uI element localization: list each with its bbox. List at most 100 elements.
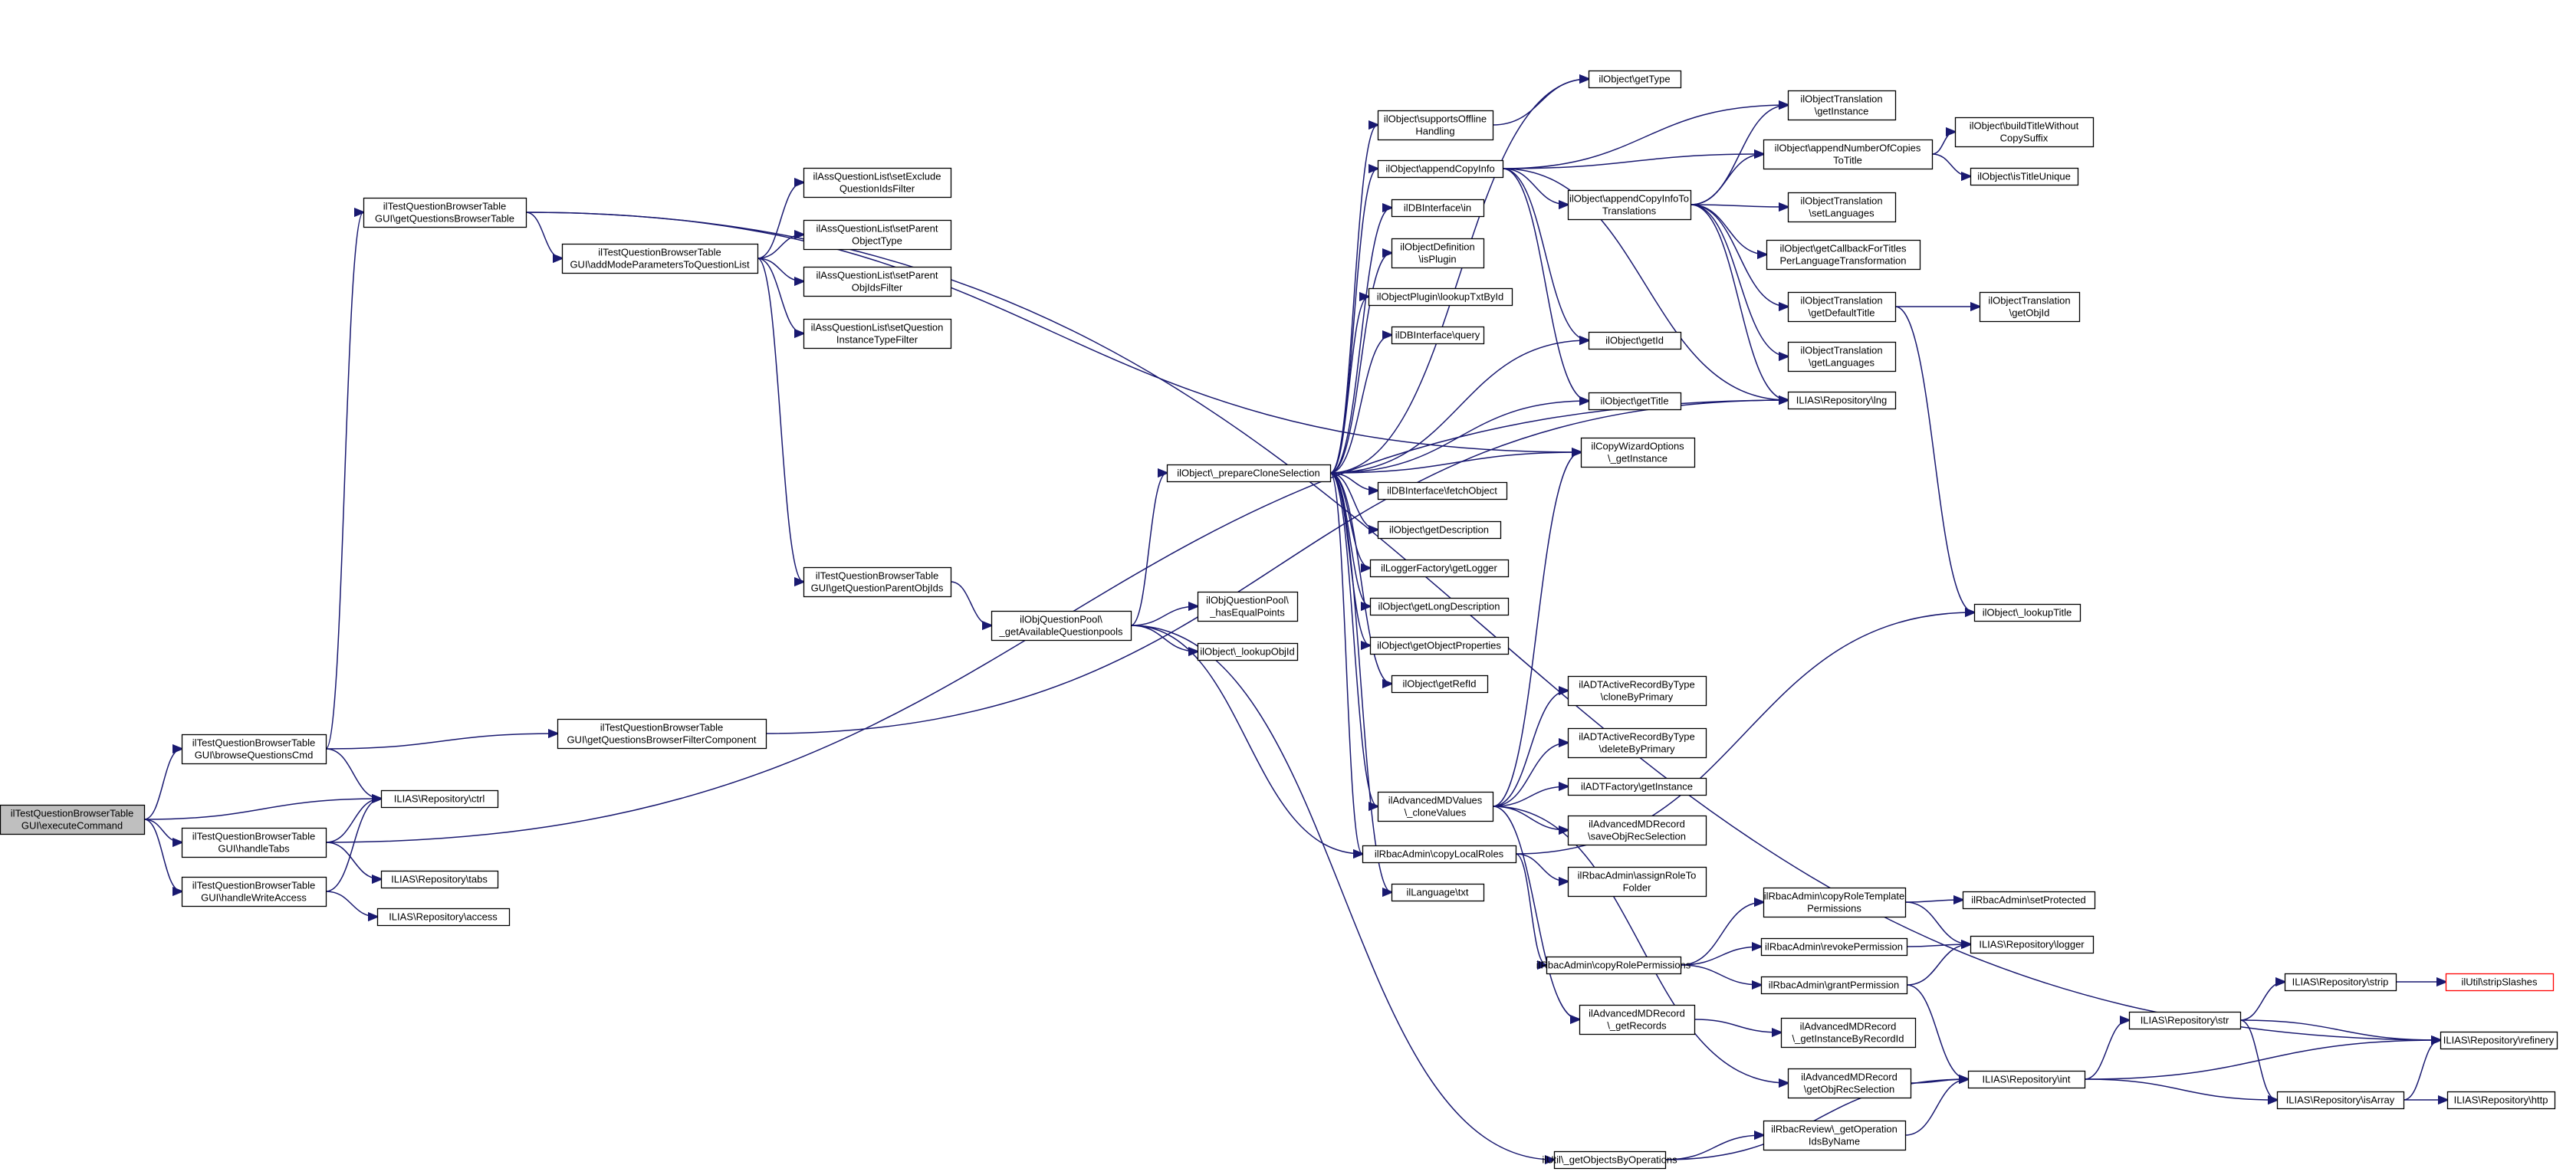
node-label-line: ilObjectTranslation <box>1800 295 1882 307</box>
node-set-exclude-question-ids-filter[interactable]: ilAssQuestionList\setExcludeQuestionIdsF… <box>803 167 952 199</box>
node-get-callback-for-titles[interactable]: ilObject\getCallbackForTitlesPerLanguage… <box>1766 239 1921 271</box>
node-label-line: ilLanguage\txt <box>1407 887 1469 898</box>
edge-n16-to-n33 <box>1130 625 1362 854</box>
node-label-line: ilTestQuestionBrowserTable <box>11 808 133 819</box>
node-util-get-objects-by-operations[interactable]: ilUtil\_getObjectsByOperations <box>1542 1150 1677 1170</box>
edge-n19-to-n29 <box>1329 472 1370 606</box>
node-execute-command[interactable]: ilTestQuestionBrowserTableGUI\executeCom… <box>0 804 146 835</box>
node-label-line: ilObject\getDescription <box>1389 524 1489 536</box>
node-label-line: Handling <box>1415 126 1454 137</box>
node-object-translation-get-default-title[interactable]: ilObjectTranslation\getDefaultTitle <box>1787 291 1897 323</box>
node-repository-ctrl[interactable]: ILIAS\Repository\ctrl <box>380 789 499 809</box>
node-advanced-md-record-get-records[interactable]: ilAdvancedMDRecord\_getRecords <box>1579 1004 1696 1036</box>
node-repository-str[interactable]: ILIAS\Repository\str <box>2128 1011 2242 1030</box>
node-label-line: \isPlugin <box>1418 254 1456 265</box>
node-object-get-ref-id[interactable]: ilObject\getRefId <box>1391 674 1489 694</box>
node-object-definition-is-plugin[interactable]: ilObjectDefinition\isPlugin <box>1391 238 1485 269</box>
node-repository-lng[interactable]: ILIAS\Repository\lng <box>1787 391 1897 410</box>
node-box <box>1588 70 1682 89</box>
node-object-get-object-properties[interactable]: ilObject\getObjectProperties <box>1369 636 1510 655</box>
node-rbac-admin-grant-permission[interactable]: ilRbacAdmin\grantPermission <box>1760 976 1908 995</box>
node-object-get-long-description[interactable]: ilObject\getLongDescription <box>1369 597 1510 616</box>
node-repository-tabs[interactable]: ILIAS\Repository\tabs <box>380 870 499 889</box>
node-label-line: \saveObjRecSelection <box>1588 831 1686 842</box>
node-dbinterface-fetch-object[interactable]: ilDBInterface\fetchObject <box>1377 481 1508 501</box>
node-object-get-id[interactable]: ilObject\getId <box>1588 331 1682 350</box>
node-has-equal-points[interactable]: ilObjQuestionPool\_hasEqualPoints <box>1197 591 1299 622</box>
node-object-plugin-lookup-txt-by-id[interactable]: ilObjectPlugin\lookupTxtById <box>1368 287 1513 307</box>
node-get-available-questionpools[interactable]: ilObjQuestionPool\_getAvailableQuestionp… <box>991 610 1132 642</box>
node-repository-refinery[interactable]: ILIAS\Repository\refinery <box>2440 1031 2558 1050</box>
node-label-line: ILIAS\Repository\str <box>2141 1015 2229 1026</box>
node-object-get-type[interactable]: ilObject\getType <box>1588 70 1682 89</box>
node-label-line: ilObject\getLongDescription <box>1378 601 1500 612</box>
edge-n32-to-n59 <box>1492 806 1788 1083</box>
node-label-line: ilObject\getRefId <box>1402 678 1476 690</box>
node-get-questions-browser-table[interactable]: ilTestQuestionBrowserTableGUI\getQuestio… <box>363 197 527 228</box>
node-browse-questions-cmd[interactable]: ilTestQuestionBrowserTableGUI\browseQues… <box>181 734 327 765</box>
node-advanced-md-record-save-obj-rec-selection[interactable]: ilAdvancedMDRecord\saveObjRecSelection <box>1567 815 1707 846</box>
node-object-translation-get-obj-id[interactable]: ilObjectTranslation\getObjId <box>1979 291 2081 323</box>
node-prepare-clone-selection[interactable]: ilObject\_prepareCloneSelection <box>1166 464 1332 483</box>
node-object-get-title[interactable]: ilObject\getTitle <box>1588 392 1682 411</box>
edge-n16-to-n18 <box>1130 625 1198 652</box>
node-object-translation-get-instance[interactable]: ilObjectTranslation\getInstance <box>1787 90 1897 121</box>
edge-n3-to-n6 <box>325 842 381 879</box>
node-dbinterface-query[interactable]: ilDBInterface\query <box>1391 326 1485 345</box>
edge-n49-to-n50 <box>1690 205 1788 207</box>
node-get-question-parent-obj-ids[interactable]: ilTestQuestionBrowserTableGUI\getQuestio… <box>803 566 952 598</box>
node-object-translation-get-languages[interactable]: ilObjectTranslation\getLanguages <box>1787 341 1897 373</box>
node-adt-factory-get-instance[interactable]: ilADTFactory\getInstance <box>1567 777 1707 796</box>
node-repository-int[interactable]: ILIAS\Repository\int <box>1967 1070 2086 1089</box>
node-adt-active-record-delete-by-primary[interactable]: ilADTActiveRecordByType\deleteByPrimary <box>1567 727 1707 759</box>
node-repository-access[interactable]: ILIAS\Repository\access <box>376 908 511 927</box>
node-object-is-title-unique[interactable]: ilObject\isTitleUnique <box>1970 167 2079 186</box>
node-label-line: ilRbacAdmin\revokePermission <box>1765 941 1903 953</box>
node-label-line: ILIAS\Repository\logger <box>1979 939 2085 950</box>
node-util-strip-slashes[interactable]: ilUtil\stripSlashes <box>2445 973 2555 992</box>
node-label-line: ilObjQuestionPool\ <box>1206 595 1289 606</box>
node-box <box>1377 791 1494 822</box>
node-label-line: InstanceTypeFilter <box>836 334 918 346</box>
node-box <box>1763 139 1934 170</box>
node-rbac-admin-copy-role-permissions[interactable]: ilRbacAdmin\copyRolePermissions <box>1536 956 1691 975</box>
node-object-lookup-title[interactable]: ilObject\_lookupTitle <box>1973 603 2082 622</box>
node-label-line: ToTitle <box>1833 155 1862 166</box>
node-dbinterface-in[interactable]: ilDBInterface\in <box>1391 199 1485 218</box>
node-rbac-admin-copy-local-roles[interactable]: ilRbacAdmin\copyLocalRoles <box>1362 845 1517 864</box>
edge-n32-to-n40 <box>1492 743 1568 807</box>
node-add-mode-parameters-to-question-list[interactable]: ilTestQuestionBrowserTableGUI\addModePar… <box>561 243 759 274</box>
node-repository-is-array[interactable]: ILIAS\Repository\isArray <box>2276 1091 2405 1110</box>
node-copy-wizard-options-get-instance[interactable]: ilCopyWizardOptions\_getInstance <box>1580 437 1696 468</box>
node-box <box>1377 481 1508 501</box>
node-repository-logger[interactable]: ILIAS\Repository\logger <box>1970 935 2095 954</box>
node-get-questions-browser-filter-component[interactable]: ilTestQuestionBrowserTableGUI\getQuestio… <box>557 718 767 750</box>
edge-n21-to-n47 <box>1502 105 1788 169</box>
node-advanced-md-record-get-instance-by-record-id[interactable]: ilAdvancedMDRecord\_getInstanceByRecordI… <box>1780 1017 1917 1049</box>
node-advanced-md-record-get-obj-rec-selection[interactable]: ilAdvancedMDRecord\getObjRecSelection <box>1787 1068 1912 1099</box>
node-handle-write-access[interactable]: ilTestQuestionBrowserTableGUI\handleWrit… <box>181 876 327 908</box>
node-repository-strip[interactable]: ILIAS\Repository\strip <box>2284 973 2397 992</box>
node-logger-factory-get-logger[interactable]: ilLoggerFactory\getLogger <box>1369 559 1510 578</box>
node-object-translation-set-languages[interactable]: ilObjectTranslation\setLanguages <box>1787 192 1897 223</box>
node-rbac-admin-revoke-permission[interactable]: ilRbacAdmin\revokePermission <box>1760 937 1908 957</box>
node-object-lookup-obj-id[interactable]: ilObject\_lookupObjId <box>1197 642 1299 661</box>
node-set-question-instance-type-filter[interactable]: ilAssQuestionList\setQuestionInstanceTyp… <box>803 318 952 350</box>
node-advanced-md-values-clone-values[interactable]: ilAdvancedMDValues\_cloneValues <box>1377 791 1494 822</box>
node-object-get-description[interactable]: ilObject\getDescription <box>1377 520 1502 540</box>
node-append-copy-info[interactable]: ilObject\appendCopyInfo <box>1377 159 1504 179</box>
node-rbac-admin-set-protected[interactable]: ilRbacAdmin\setProtected <box>1962 891 2096 910</box>
node-adt-active-record-clone-by-primary[interactable]: ilADTActiveRecordByType\cloneByPrimary <box>1567 675 1707 707</box>
node-language-txt[interactable]: ilLanguage\txt <box>1391 883 1485 902</box>
node-repository-http[interactable]: ILIAS\Repository\http <box>2446 1091 2556 1110</box>
